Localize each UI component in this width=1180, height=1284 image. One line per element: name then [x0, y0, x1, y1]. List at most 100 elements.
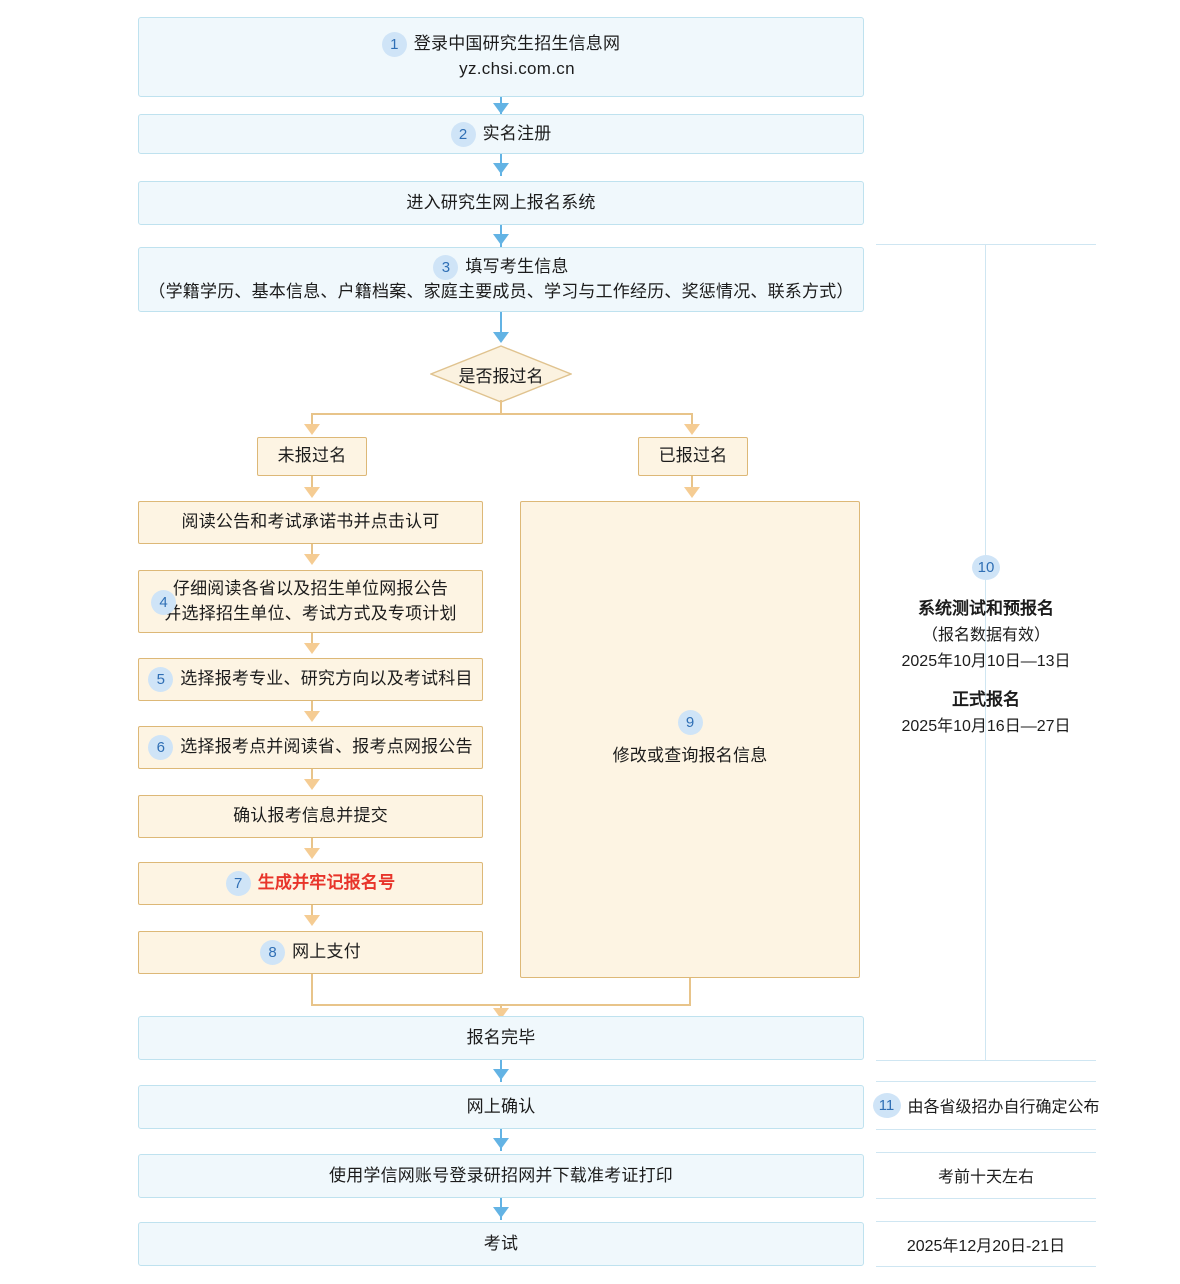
arrow-L6-L7: [304, 915, 320, 926]
decision-has-registered[interactable]: 是否报过名: [430, 345, 572, 403]
node-online-payment[interactable]: 8 网上支付: [138, 931, 483, 974]
node-exam-label: 考试: [483, 1233, 519, 1253]
decision-label: 是否报过名: [458, 366, 544, 386]
node-registration-complete-label: 报名完毕: [466, 1027, 536, 1047]
node-select-exam-site-label: 选择报考点并阅读省、报考点网报公告: [180, 737, 473, 757]
step-badge-9: 9: [677, 710, 703, 736]
node-enter-system[interactable]: 进入研究生网上报名系统: [138, 181, 864, 225]
timeline-row-confirm: 11 由各省级招办自行确定公布: [872, 1081, 1100, 1129]
timeline-divider-3: [876, 1129, 1096, 1130]
step-badge-8: 8: [260, 940, 286, 965]
node-download-admission-ticket-label: 使用学信网账号登录研招网并下载准考证打印: [329, 1165, 673, 1185]
step-badge-10: 10: [972, 554, 1000, 580]
connector-branch-left: [311, 413, 313, 429]
connector-4-decision: [500, 312, 502, 336]
arrow-L2-L3: [304, 643, 320, 654]
connector-right-to-block: [691, 476, 693, 492]
timeline-vertical-divider: [985, 245, 986, 1060]
timeline-row-ticket-text: 考前十天左右: [937, 1169, 1034, 1186]
step-badge-1: 1: [381, 32, 407, 58]
timeline-pre-registration-note: （报名数据有效）: [921, 626, 1050, 644]
connector-L4-L5: [311, 769, 313, 787]
step-badge-5: 5: [148, 667, 174, 692]
step-badge-4: 4: [151, 590, 176, 615]
node-select-institution-line2: 并选择招生单位、考试方式及专项计划: [164, 603, 457, 623]
connector-decision-split: [500, 400, 502, 414]
node-download-admission-ticket[interactable]: 使用学信网账号登录研招网并下载准考证打印: [138, 1154, 864, 1198]
node-login-url: yz.chsi.com.cn: [459, 59, 575, 79]
node-registration-complete[interactable]: 报名完毕: [138, 1016, 864, 1060]
node-fill-info-title: 填写考生信息: [465, 256, 569, 276]
timeline-divider-top: [876, 244, 1096, 245]
node-select-major[interactable]: 5 选择报考专业、研究方向以及考试科目: [138, 658, 483, 701]
timeline-formal-registration-date: 2025年10月16日—27日: [901, 717, 1071, 735]
node-fill-info-detail: （学籍学历、基本信息、户籍档案、家庭主要成员、学习与工作经历、奖惩情况、联系方式…: [148, 281, 854, 301]
node-enter-system-label: 进入研究生网上报名系统: [406, 192, 596, 212]
arrow-L4-L5: [304, 779, 320, 790]
node-read-announcement[interactable]: 阅读公告和考试承诺书并点击认可: [138, 501, 483, 544]
branch-not-registered-label: 未报过名: [277, 446, 347, 466]
timeline-row-exam: 2025年12月20日-21日: [876, 1221, 1096, 1266]
timeline-divider-1: [876, 1060, 1096, 1061]
arrow-4-decision: [493, 332, 509, 343]
step-badge-3: 3: [433, 254, 459, 280]
timeline-divider-6: [876, 1221, 1096, 1222]
arrow-L3-L4: [304, 711, 320, 722]
connector-right-merge-down: [689, 978, 691, 1005]
timeline-divider-4: [876, 1152, 1096, 1153]
connector-L5-L6: [311, 838, 313, 856]
arrow-L5-L6: [304, 848, 320, 859]
connector-L2-L3: [311, 633, 313, 651]
node-online-confirmation[interactable]: 网上确认: [138, 1085, 864, 1129]
node-login-title: 登录中国研究生招生信息网: [413, 34, 621, 54]
step-badge-11: 11: [872, 1092, 901, 1118]
timeline-pre-registration-title: 系统测试和预报名: [918, 598, 1054, 618]
node-generate-reg-number[interactable]: 7 生成并牢记报名号: [138, 862, 483, 905]
connector-left-merge-down: [311, 974, 313, 1005]
node-confirm-submit-label: 确认报考信息并提交: [233, 806, 388, 826]
node-select-institution-line1: 仔细阅读各省以及招生单位网报公告: [172, 578, 449, 598]
connector-L1-L2: [311, 544, 313, 562]
node-realname-register[interactable]: 2 实名注册: [138, 114, 864, 154]
branch-already-registered-label: 已报过名: [658, 446, 728, 466]
arrow-L1-L2: [304, 554, 320, 565]
branch-already-registered[interactable]: 已报过名: [638, 437, 748, 476]
timeline-row-exam-text: 2025年12月20日-21日: [906, 1237, 1066, 1255]
arrow-confirm-ticket: [493, 1138, 509, 1149]
node-exam[interactable]: 考试: [138, 1222, 864, 1266]
connector-branch-bar: [311, 413, 692, 415]
arrow-2-3: [493, 163, 509, 174]
timeline-row-confirm-text: 由各省级招办自行确定公布: [907, 1099, 1100, 1116]
arrow-ticket-exam: [493, 1207, 509, 1218]
timeline-divider-bottom: [876, 1266, 1096, 1267]
arrow-1-2: [493, 103, 509, 114]
timeline-divider-5: [876, 1198, 1096, 1199]
step-badge-6: 6: [148, 735, 174, 760]
timeline-registration-block: 10 系统测试和预报名 （报名数据有效） 2025年10月10日—13日 正式报…: [876, 554, 1096, 735]
node-select-institution[interactable]: 4 仔细阅读各省以及招生单位网报公告 并选择招生单位、考试方式及专项计划: [138, 570, 483, 633]
connector-left-to-chain: [311, 476, 313, 492]
timeline-formal-registration-title: 正式报名: [952, 689, 1020, 709]
step-badge-2: 2: [450, 121, 476, 147]
node-fill-candidate-info[interactable]: 3 填写考生信息 （学籍学历、基本信息、户籍档案、家庭主要成员、学习与工作经历、…: [138, 247, 864, 312]
timeline-divider-2: [876, 1081, 1096, 1082]
arrow-3-4: [493, 234, 509, 245]
arrow-branch-right: [684, 424, 700, 435]
branch-not-registered[interactable]: 未报过名: [257, 437, 367, 476]
arrow-left-to-chain: [304, 487, 320, 498]
node-online-confirmation-label: 网上确认: [466, 1096, 536, 1116]
node-realname-label: 实名注册: [482, 123, 552, 143]
arrow-right-to-block: [684, 487, 700, 498]
node-online-payment-label: 网上支付: [292, 942, 361, 962]
node-confirm-submit[interactable]: 确认报考信息并提交: [138, 795, 483, 838]
node-login[interactable]: 1 登录中国研究生招生信息网 yz.chsi.com.cn: [138, 17, 864, 97]
arrow-merge-to-done: [493, 1008, 509, 1019]
node-modify-or-query[interactable]: 9 修改或查询报名信息: [520, 501, 860, 978]
node-select-exam-site[interactable]: 6 选择报考点并阅读省、报考点网报公告: [138, 726, 483, 769]
connector-L6-L7: [311, 905, 313, 923]
timeline-pre-registration-date: 2025年10月10日—13日: [901, 652, 1071, 670]
connector-L3-L4: [311, 701, 313, 719]
step-badge-7: 7: [225, 871, 251, 896]
node-read-announcement-label: 阅读公告和考试承诺书并点击认可: [181, 512, 440, 532]
